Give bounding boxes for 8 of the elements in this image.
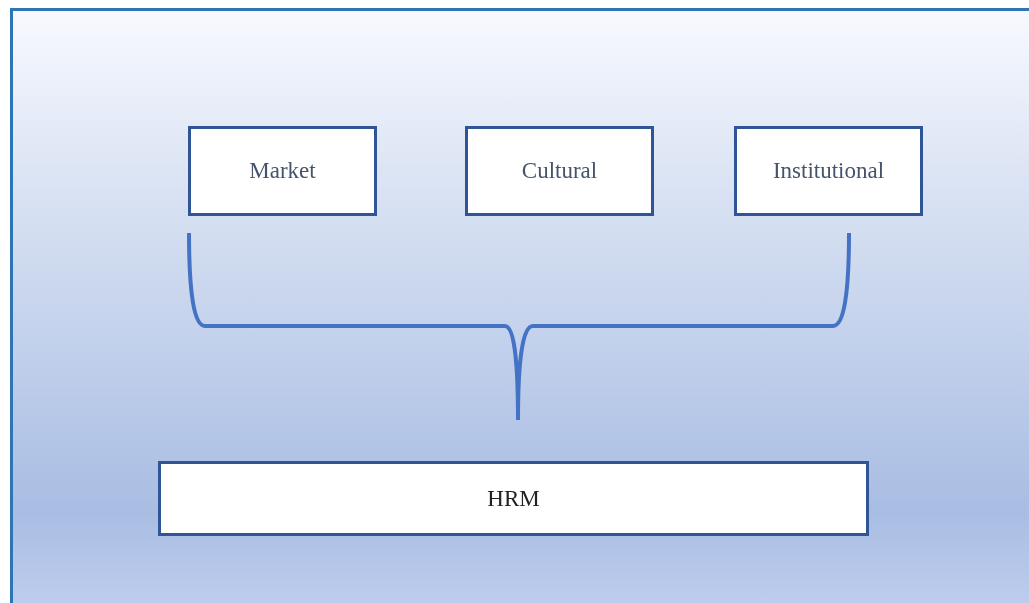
box-label: HRM (487, 485, 540, 512)
label-box (188, 126, 377, 216)
box-label: Institutional (772, 158, 885, 184)
label-box (734, 126, 923, 216)
box-label: Market (249, 158, 316, 184)
label-box (158, 461, 869, 536)
label-box (465, 126, 654, 216)
box-label: Cultural (521, 158, 598, 184)
